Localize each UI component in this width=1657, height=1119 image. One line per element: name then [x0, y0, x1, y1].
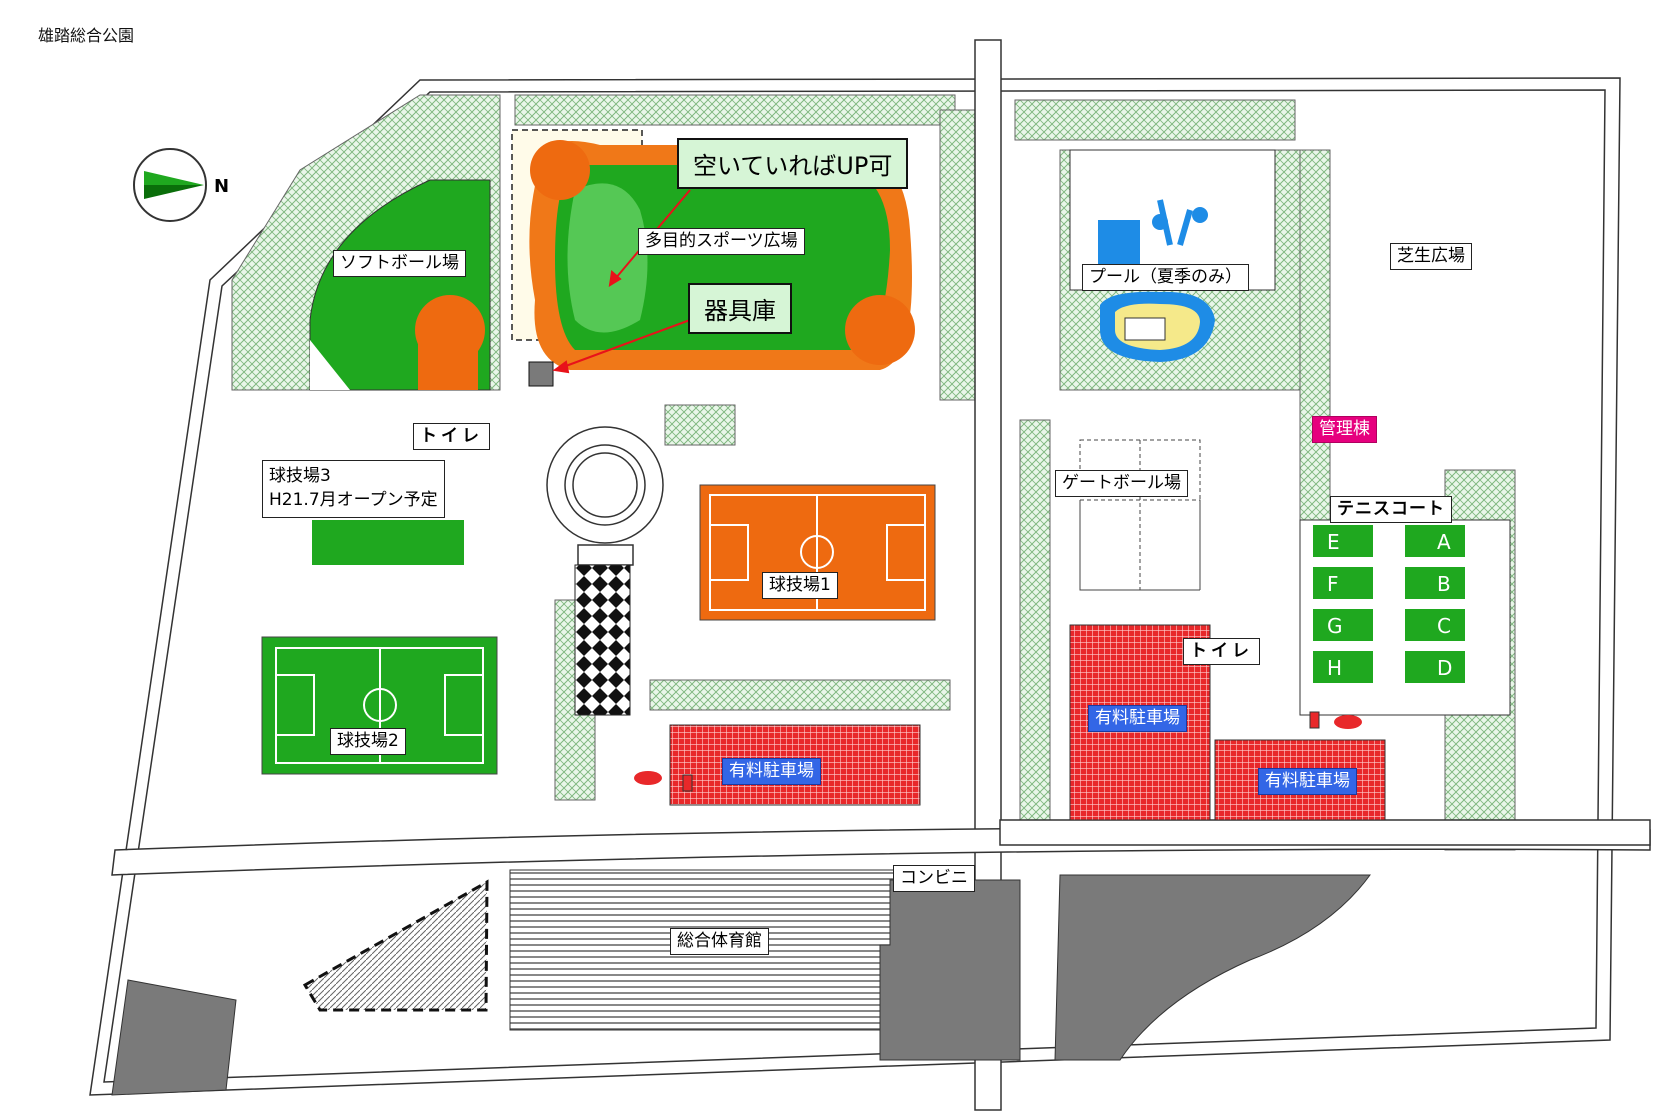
tennis-court-h	[1313, 651, 1373, 683]
court-letter-c: C	[1437, 614, 1451, 638]
court-letter-b: B	[1437, 572, 1451, 596]
label-field1: 球技場1	[762, 572, 838, 599]
dark-lot-east	[1054, 874, 1371, 1061]
tennis-court-a	[1405, 525, 1465, 557]
label-multi-purpose: 多目的スポーツ広場	[638, 228, 805, 255]
label-field2: 球技場2	[330, 728, 406, 755]
label-gymnasium: 総合体育館	[670, 928, 769, 955]
tennis-court-e	[1313, 525, 1373, 557]
field1	[699, 484, 936, 621]
field3	[312, 520, 464, 565]
softball-field	[309, 179, 491, 391]
tennis-courts	[1299, 519, 1511, 716]
hatched-lot	[302, 879, 489, 1012]
label-parking-center: 有料駐車場	[722, 758, 821, 785]
label-field3: 球技場3 H21.7月オープン予定	[262, 460, 445, 518]
parking-markers	[634, 711, 1362, 792]
label-toilet-east: トイレ	[1183, 638, 1260, 665]
label-convenience: コンビニ	[893, 865, 975, 892]
field3-name: 球技場3	[269, 466, 331, 486]
label-pool: プール（夏季のみ）	[1082, 264, 1249, 291]
callout-equipment-storage: 器具庫	[688, 283, 792, 334]
callout-available-note: 空いていればUP可	[677, 138, 909, 189]
tennis-court-d	[1405, 651, 1465, 683]
checkered-walkway	[574, 564, 631, 716]
gateball-courts	[1079, 439, 1201, 591]
label-parking-east1: 有料駐車場	[1088, 705, 1187, 732]
court-letter-g: G	[1327, 614, 1343, 638]
court-letter-h: H	[1327, 656, 1343, 680]
field3-note: H21.7月オープン予定	[269, 489, 438, 510]
label-lawn: 芝生広場	[1390, 243, 1472, 270]
stadium-ring	[546, 426, 664, 566]
court-letter-f: F	[1327, 572, 1339, 596]
label-gateball: ゲートボール場	[1055, 470, 1188, 497]
tennis-court-b	[1405, 567, 1465, 599]
court-letter-d: D	[1437, 656, 1453, 680]
dark-lot-west	[111, 979, 237, 1096]
tennis-court-f	[1313, 567, 1373, 599]
gymnasium	[509, 869, 1021, 1061]
court-letter-a: A	[1437, 530, 1451, 554]
tennis-court-c	[1405, 609, 1465, 641]
label-tennis: テニスコート	[1330, 496, 1452, 523]
label-parking-east2: 有料駐車場	[1258, 768, 1357, 795]
court-letter-e: E	[1327, 530, 1340, 554]
label-management: 管理棟	[1312, 416, 1377, 443]
label-softball: ソフトボール場	[333, 250, 466, 277]
tennis-court-g	[1313, 609, 1373, 641]
compass-label: N	[214, 176, 230, 197]
page-title: 雄踏総合公園	[38, 26, 135, 45]
label-toilet-west: トイレ	[413, 423, 490, 450]
compass-icon	[133, 148, 207, 222]
multi-purpose-field	[511, 129, 915, 387]
